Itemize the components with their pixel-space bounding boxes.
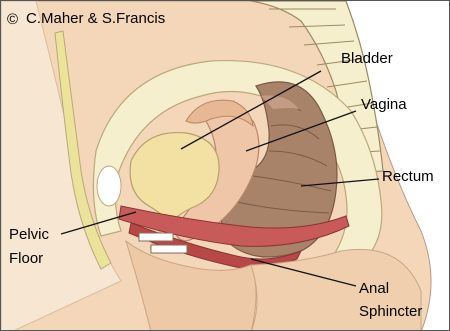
- pubic-bone-section: [97, 166, 121, 206]
- urogenital-structure: [151, 245, 187, 253]
- vagina-label: Vagina: [361, 96, 407, 113]
- pelvic-floor-label-line2: Floor: [9, 250, 43, 267]
- copyright-text: C.Maher & S.Francis: [26, 10, 165, 27]
- pelvic-floor-label-line1: Pelvic: [9, 226, 50, 243]
- urogenital-structure: [139, 233, 173, 241]
- anal-sphincter-label-line1: Anal: [359, 280, 389, 297]
- copyright-symbol: ©: [7, 11, 18, 28]
- rectum-label: Rectum: [382, 168, 434, 185]
- bladder-label: Bladder: [341, 50, 393, 67]
- anal-sphincter-label-line2: Sphincter: [359, 303, 422, 320]
